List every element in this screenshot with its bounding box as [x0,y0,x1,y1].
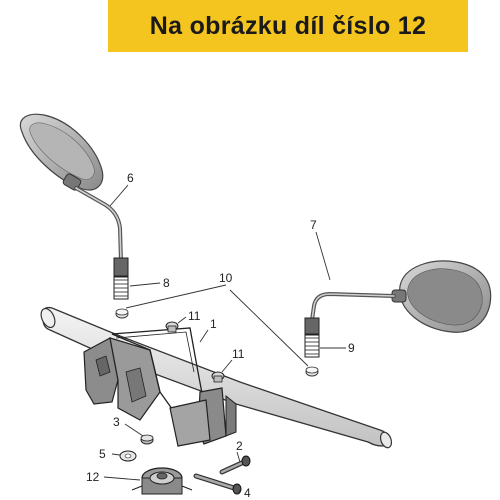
callout-1: 1 [210,317,217,331]
nut-left [115,308,129,319]
bolt-part-2 [219,455,251,475]
callout-2: 2 [236,439,243,453]
right-mirror [304,260,492,358]
leader-lines [103,184,346,495]
callout-11-lower: 11 [232,347,245,361]
banner-text: Na obrázku díl číslo 12 [149,11,427,40]
screw-upper [165,321,179,333]
title-banner: Na obrázku díl číslo 12 [108,0,468,52]
part-12-cap [131,467,193,495]
callout-3: 3 [113,415,120,429]
callout-10: 10 [219,271,233,285]
callout-11-upper: 11 [188,309,201,323]
screw-lower [211,371,225,383]
callout-6: 6 [127,171,134,185]
callout-4: 4 [244,486,251,500]
bolt-part-4 [193,473,242,495]
washer-part-5 [119,450,137,462]
callout-12: 12 [86,470,100,484]
nut-right [305,366,319,377]
callout-5: 5 [99,447,106,461]
handlebar-bracket [83,327,237,447]
callout-9: 9 [348,341,355,355]
nut-part-3 [140,434,154,445]
callout-7: 7 [310,218,317,232]
left-mirror [19,113,129,300]
callout-8: 8 [163,276,170,290]
